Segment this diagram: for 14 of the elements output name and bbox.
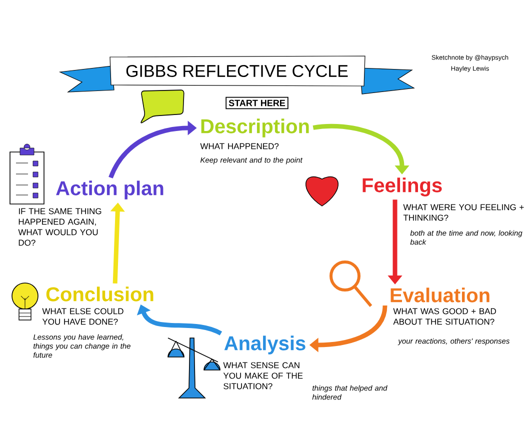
stage-heading: Evaluation bbox=[390, 288, 490, 302]
question-text: WHAT WAS GOOD + BAD ABOUT THE SITUATION? bbox=[393, 308, 496, 325]
stage-heading: Action plan bbox=[56, 180, 164, 200]
question-text: WHAT ELSE COULD YOU HAVE DONE? bbox=[42, 308, 124, 325]
banner-title: GIBBS REFLECTIVE CYCLE bbox=[126, 64, 348, 78]
question-text: IF THE SAME THING HAPPENED AGAIN, WHAT WOULD YOU DO? bbox=[18, 208, 102, 246]
stage-heading: Feelings bbox=[362, 178, 442, 196]
stage-heading: Description bbox=[201, 118, 309, 138]
question-text: WHAT HAPPENED? bbox=[200, 143, 279, 150]
stage-heading: Analysis bbox=[224, 336, 306, 354]
question-text: WHAT WERE YOU FEELING + THINKING? bbox=[403, 204, 524, 221]
stage-heading: Conclusion bbox=[46, 286, 154, 302]
question-text: WHAT SENSE CAN YOU MAKE OF THE SITUATION? bbox=[223, 362, 303, 390]
start-box: START HERE bbox=[226, 96, 288, 110]
